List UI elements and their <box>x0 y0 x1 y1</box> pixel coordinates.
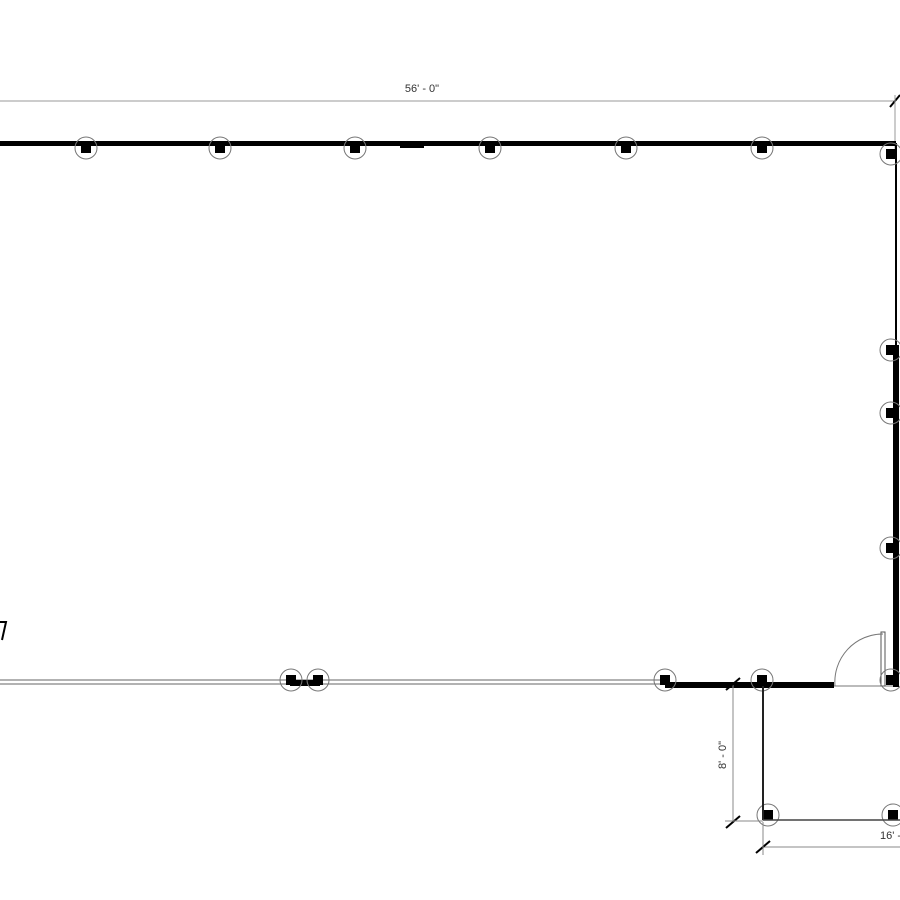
dimension-label-porch-depth: 8' - 0" <box>717 741 729 769</box>
dimension-label-overall-width: 56' - 0" <box>405 83 439 95</box>
porch <box>762 686 900 821</box>
wall-south-thin <box>0 679 665 685</box>
door-leaf <box>880 631 886 687</box>
column <box>343 136 367 160</box>
door-swing-arc <box>834 633 884 687</box>
dimension-label-porch-width: 16' - <box>880 830 900 842</box>
dimension-porch-width: 16' - <box>755 822 900 855</box>
columns <box>74 136 900 827</box>
column <box>478 136 502 160</box>
column <box>879 536 900 560</box>
door <box>834 631 886 687</box>
column <box>879 338 900 362</box>
column <box>756 803 780 827</box>
column <box>74 136 98 160</box>
column <box>879 142 900 166</box>
dimension-porch-depth: 8' - 0" <box>717 677 763 829</box>
wall-north <box>0 141 896 146</box>
dimension-overall-width: 56' - 0" <box>0 83 900 150</box>
column <box>614 136 638 160</box>
wall-east <box>893 345 899 687</box>
walls <box>0 141 899 688</box>
wall-south <box>665 682 834 688</box>
column <box>879 401 900 425</box>
column <box>881 803 900 827</box>
column <box>306 668 330 692</box>
column <box>879 668 900 692</box>
column <box>208 136 232 160</box>
column <box>279 668 303 692</box>
column <box>750 136 774 160</box>
column <box>653 668 677 692</box>
